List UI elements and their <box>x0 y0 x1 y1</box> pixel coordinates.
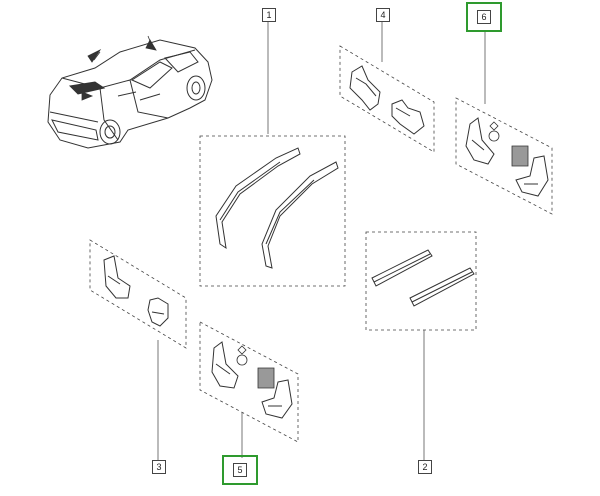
instruction-sheet-icon <box>257 367 275 389</box>
mud-flap-icon <box>103 255 169 327</box>
mudflap-kit-frame-5 <box>199 321 299 443</box>
callout-number: 6 <box>477 10 491 24</box>
mud-flap-icon <box>465 117 549 197</box>
callout-number: 3 <box>156 462 162 472</box>
callout-4[interactable]: 4 <box>376 8 390 22</box>
mud-flap-icon <box>349 65 425 135</box>
callout-3[interactable]: 3 <box>152 460 166 474</box>
deflector-kit-frame <box>199 135 346 287</box>
sill-trim-kit-frame <box>365 231 477 331</box>
callout-number: 2 <box>422 462 428 472</box>
callout-number: 1 <box>266 10 272 20</box>
leader-lines <box>157 20 486 460</box>
callout-number: 5 <box>233 463 247 477</box>
callout-2[interactable]: 2 <box>418 460 432 474</box>
callout-1[interactable]: 1 <box>262 8 276 22</box>
fastener-icon <box>488 121 500 142</box>
fastener-icon <box>236 345 248 366</box>
wind-deflector-icon <box>215 147 339 269</box>
mud-flap-icon <box>211 341 293 419</box>
mudflap-kit-frame-4 <box>339 45 435 153</box>
callout-5[interactable]: 5 <box>222 455 258 485</box>
callout-6[interactable]: 6 <box>466 2 502 32</box>
mudflap-kit-frame-3 <box>89 239 187 349</box>
callout-number: 4 <box>380 10 386 20</box>
mudflap-kit-frame-6 <box>455 97 553 215</box>
car-icon <box>47 39 213 149</box>
arrow-icon <box>81 35 157 101</box>
sill-trim-icon <box>371 249 475 307</box>
instruction-sheet-icon <box>511 145 529 167</box>
